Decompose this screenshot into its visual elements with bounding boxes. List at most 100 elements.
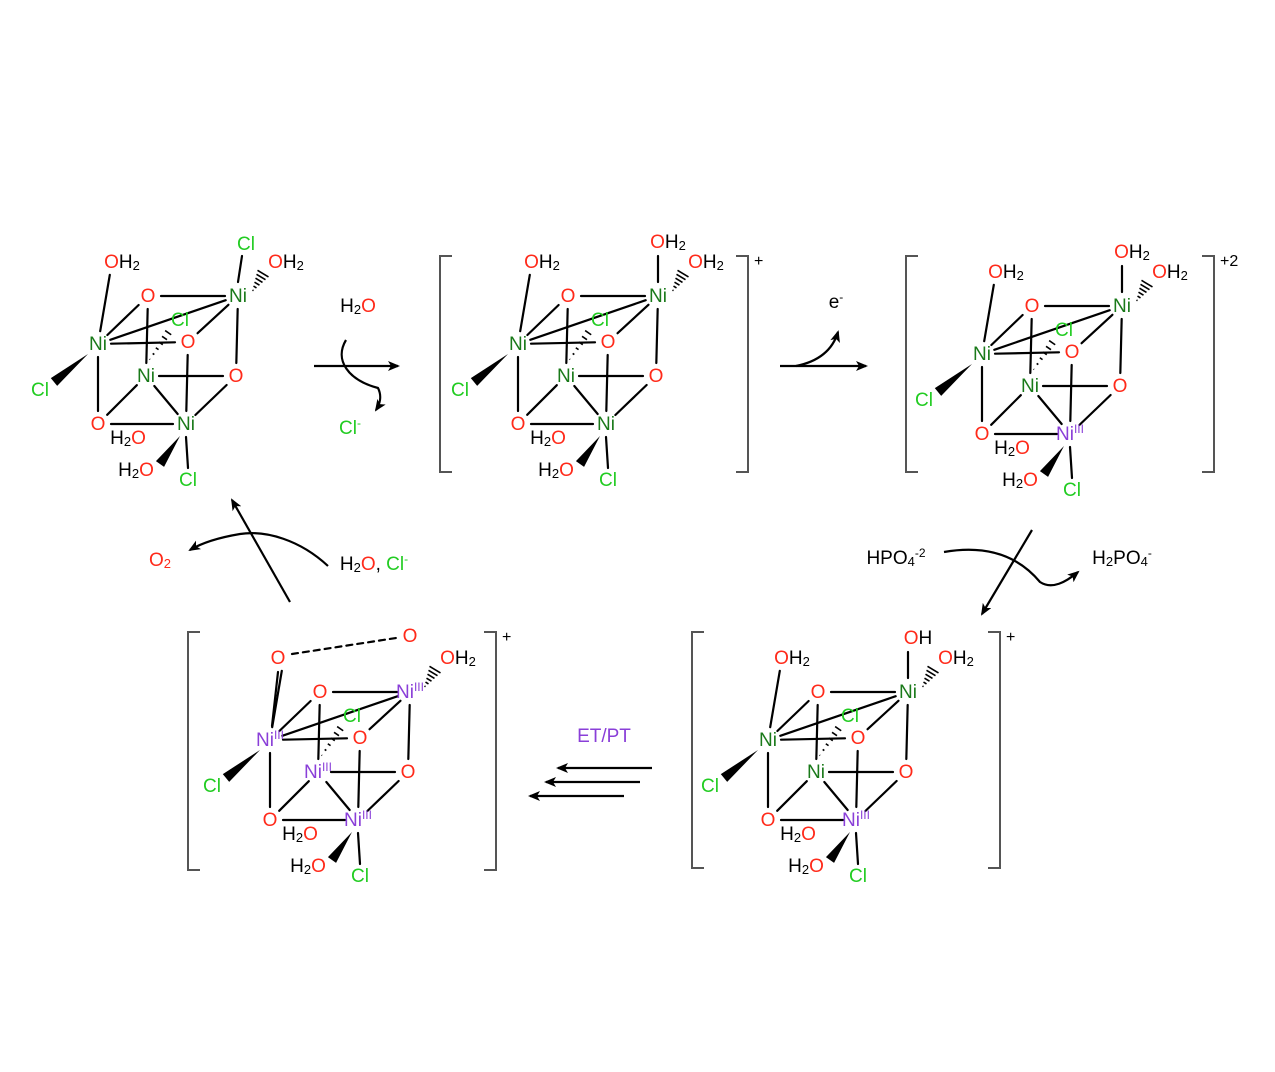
apical-ligand: OH [904, 628, 933, 649]
oxygen-atom: O [851, 728, 866, 749]
wedge-bond-water [575, 436, 600, 467]
chloride-ligand: Cl [599, 470, 617, 491]
wedge-bond-cl [50, 354, 88, 386]
nickel-atom: Ni [89, 334, 107, 355]
product-phosphate: H2PO4- [1092, 546, 1152, 570]
nickel-atom: Ni [807, 762, 825, 783]
oxygen-atom: O [1065, 342, 1080, 363]
nickel-atom: Ni [557, 366, 575, 387]
aqua-ligand: H2O [1002, 470, 1038, 492]
wedge-bond-cl [720, 750, 758, 782]
reaction-arrows [188, 330, 1080, 801]
hashed-bond-cl [1033, 339, 1056, 371]
nickel-atom: NiIII [842, 808, 870, 831]
curved-arrow-electron [795, 330, 840, 368]
chloride-ligand: Cl [203, 776, 221, 797]
oxygen-atom: O [561, 286, 576, 307]
nickel-atom: Ni [509, 334, 527, 355]
bond-line [776, 780, 808, 812]
aqua-ligand: OH2 [688, 252, 724, 274]
reagent-water: H2O [340, 296, 376, 318]
nickel-atom: Ni [177, 414, 195, 435]
bond-line [529, 299, 647, 341]
bond-line [565, 307, 569, 365]
bond-line [106, 384, 138, 416]
oxygen-atom: O [401, 762, 416, 783]
aqua-ligand: H2O [530, 428, 566, 450]
aqua-ligand: OH2 [774, 648, 810, 670]
bond-line [779, 737, 847, 741]
bond-line [616, 303, 650, 335]
oxygen-atom: O [899, 762, 914, 783]
chloride-ligand: Cl [179, 470, 197, 491]
bond-line [823, 780, 849, 812]
reaction-arrow [980, 529, 1033, 616]
aqua-ligand: OH2 [1152, 262, 1188, 284]
oxygen-atom: O [353, 728, 368, 749]
hashed-bond-water [672, 269, 689, 292]
curved-arrow-water [340, 339, 386, 412]
bond-line [196, 303, 230, 335]
bond-line [278, 699, 312, 733]
chloride-ligand: Cl [343, 706, 361, 727]
apical-ligand: OH2 [650, 232, 686, 254]
nickel-atom: Ni [1113, 296, 1131, 317]
aqua-ligand: H2O [538, 460, 574, 482]
aqua-ligand: OH2 [938, 648, 974, 670]
oxygen-atom: O [229, 366, 244, 387]
hashed-bond-water [424, 665, 441, 688]
chloride-ligand: Cl [171, 310, 189, 331]
bond-line [1119, 317, 1123, 375]
bond-line [519, 273, 531, 333]
curved-arrow-phosphate [943, 548, 1080, 587]
bond-line [325, 780, 351, 812]
bracket-right [484, 631, 497, 871]
nickel-atom: Ni [973, 344, 991, 365]
wedge-bond-water [825, 832, 850, 863]
bond-line [356, 831, 362, 866]
oxygen-atom: O [313, 682, 328, 703]
bond-line [145, 307, 149, 365]
nickel-atom: Ni [137, 366, 155, 387]
oxygen-atom: O [649, 366, 664, 387]
bond-line [407, 703, 411, 761]
chloride-ligand: Cl [591, 310, 609, 331]
reaction-arrow [231, 498, 291, 603]
oxygen-atom: O [403, 626, 418, 647]
etpt-label: ET/PT [577, 726, 631, 747]
aqua-ligand: H2O [282, 824, 318, 846]
oxygen-atom: O [761, 810, 776, 831]
nickel-atom: Ni [899, 682, 917, 703]
chloride-ligand: Cl [915, 390, 933, 411]
reagent-phosphate: HPO4-2 [866, 546, 925, 570]
oxygen-atom: O [601, 332, 616, 353]
nickel-atom: Ni [229, 286, 247, 307]
aqua-ligand: H2O [780, 824, 816, 846]
nickel-atom: NiIII [396, 680, 424, 703]
oxygen-atom: O [181, 332, 196, 353]
chloride-ligand: Cl [1063, 480, 1081, 501]
oxygen-atom: O [1025, 296, 1040, 317]
bracket-left [439, 255, 452, 473]
bond-line [614, 383, 648, 417]
bond-line [366, 779, 400, 813]
bond-line [605, 353, 609, 413]
bond-line [993, 309, 1111, 351]
wedge-bond-water [327, 832, 352, 863]
bracket-right [988, 631, 1001, 869]
complex-charge: + [1006, 629, 1015, 646]
complex-charge: + [754, 253, 763, 270]
bond-line [185, 353, 189, 413]
wedge-bond-cl [470, 354, 508, 386]
bond-line [815, 703, 819, 761]
oxygen-atom: O [511, 414, 526, 435]
bond-line [1080, 313, 1114, 345]
oxygen-atom: O [91, 414, 106, 435]
reagent-water-chloride: H2O, Cl- [340, 552, 408, 576]
nickel-atom: Ni [759, 730, 777, 751]
aqua-ligand: OH2 [440, 648, 476, 670]
chloride-ligand: Cl [237, 234, 255, 255]
product-oxygen: O2 [149, 550, 171, 572]
